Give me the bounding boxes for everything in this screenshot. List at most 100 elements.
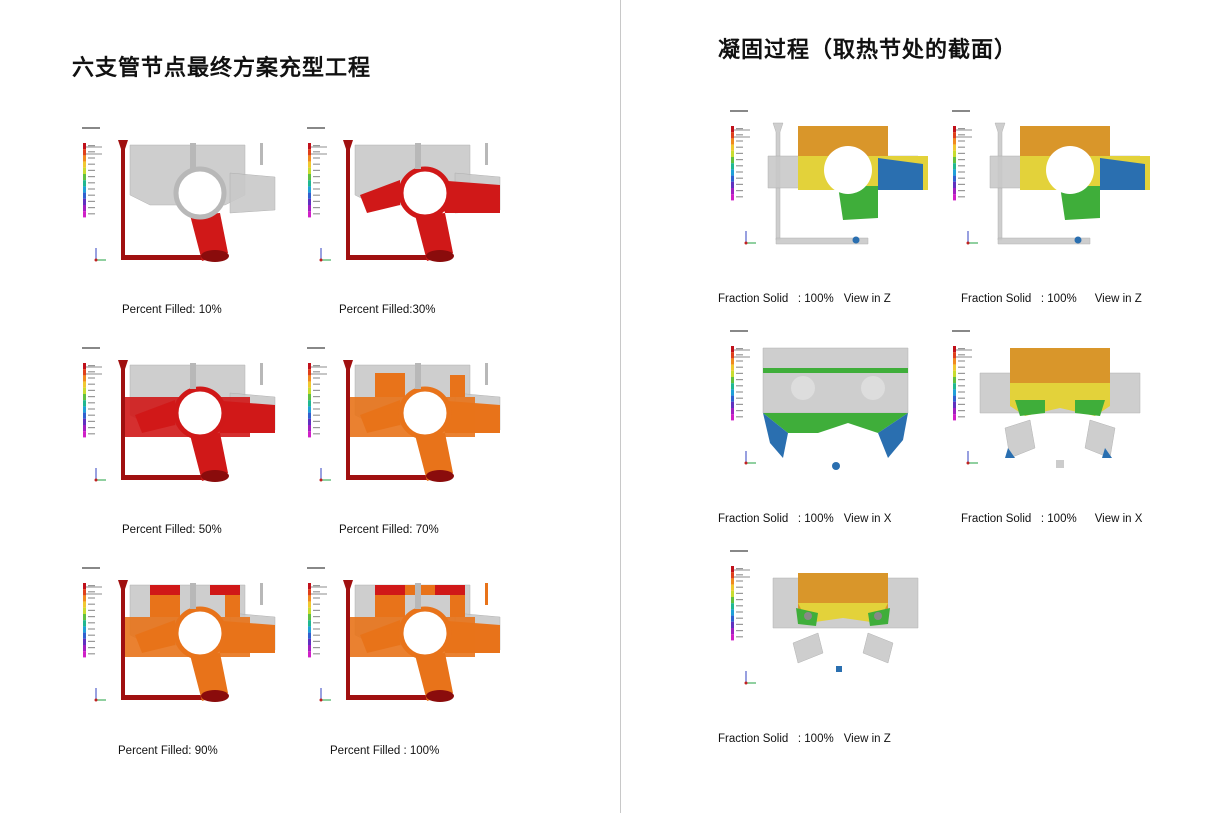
vent-right [260,583,263,605]
legend-title-mark [307,567,325,569]
legend-title-mark [730,330,748,332]
legend-swatch [731,621,734,628]
fill-simulation-figure [307,127,501,262]
legend-tick-text [736,617,743,619]
legend-tick-text [736,177,743,179]
legend-swatch [308,180,311,187]
top-right-cap [435,585,465,595]
legend-swatch [731,389,734,396]
legend-swatch [308,161,311,168]
branch-lower-end [201,470,229,482]
legend-tick-text [313,634,320,636]
legend-tick-text [88,402,95,404]
legend-tick-text [88,634,95,636]
legend-tick-text [88,182,95,184]
legend-tick-text [958,140,965,142]
solid-left-tip [1005,448,1015,458]
legend-swatch [83,155,86,162]
vent-center [190,363,196,389]
legend-tick-text [313,640,320,642]
legend-swatch [83,595,86,602]
central-hole [1046,146,1094,194]
legend-swatch [83,583,86,590]
legend-tick-text [958,360,965,362]
vent-center [190,583,196,609]
legend-tick-text [313,389,320,391]
axis-origin [94,478,98,482]
fill-panel-3 [80,345,280,485]
legend-tick-text [313,371,320,373]
legend-swatch [308,589,311,596]
legend-swatch [731,352,734,359]
legend-swatch [953,377,956,384]
legend-tick-text [958,391,965,393]
central-hole [173,606,227,660]
legend-swatch [308,381,311,388]
legend-tick-text [88,597,95,599]
legend-tick-text [736,586,743,588]
legend-tick-text [88,414,95,416]
solid-caption-2-b: View in Z [1094,293,1142,305]
legend-tick-text [88,188,95,190]
vent-center [415,363,421,389]
legend-swatch [308,638,311,645]
legend-tick-text [313,157,320,159]
legend-tick-text [958,183,965,185]
vent-center [415,583,421,609]
solid-right-green [1075,400,1105,416]
legend-swatch [953,132,956,139]
solid-gate-dot [1074,236,1082,244]
legend-swatch [731,126,734,133]
fill-simulation-figure [82,567,276,702]
solid-left-branch [763,413,788,458]
legend-swatch [731,383,734,390]
legend-swatch [83,375,86,382]
legend-swatch [83,369,86,376]
legend-tick-text [736,360,743,362]
legend-tick-text [736,605,743,607]
legend-swatch [308,406,311,413]
legend-swatch [953,126,956,133]
branch-right-filled [435,180,500,213]
branch-lower-end [426,250,454,262]
branch-lower-end [426,470,454,482]
legend-swatch [731,615,734,622]
central-hole [398,386,452,440]
legend-swatch [953,414,956,421]
legend-swatch [83,186,86,193]
solid-right-blue [878,158,923,190]
legend-tick-text [88,653,95,655]
branch-lower-end [201,250,229,262]
runner-bottom [346,695,438,700]
legend-swatch [308,211,311,218]
legend-swatch [83,205,86,212]
legend-tick-text [313,420,320,422]
legend-swatch [83,394,86,401]
branch-lower-end [426,690,454,702]
legend-swatch [308,375,311,382]
legend-tick-text [958,146,965,148]
axis-origin [966,241,970,245]
axis-origin [966,461,970,465]
legend-tick-text [736,146,743,148]
legend-swatch [83,431,86,438]
legend-swatch [83,614,86,621]
legend-tick-text [313,176,320,178]
vent-right [485,363,488,385]
legend-swatch [953,352,956,359]
legend-tick-text [88,408,95,410]
axis-origin [94,258,98,262]
legend-swatch [83,425,86,432]
legend-tick-text [313,194,320,196]
legend-tick-text [313,151,320,153]
solidification-figure [730,550,919,685]
legend-swatch [83,626,86,633]
legend-swatch [731,169,734,176]
legend-tick-text [736,574,743,576]
legend-tick-text [736,630,743,632]
fill-panel-2 [305,125,505,265]
legend-swatch [953,188,956,195]
vent-right [485,583,488,605]
branch-lower-filled [415,213,453,261]
legend-swatch [83,418,86,425]
